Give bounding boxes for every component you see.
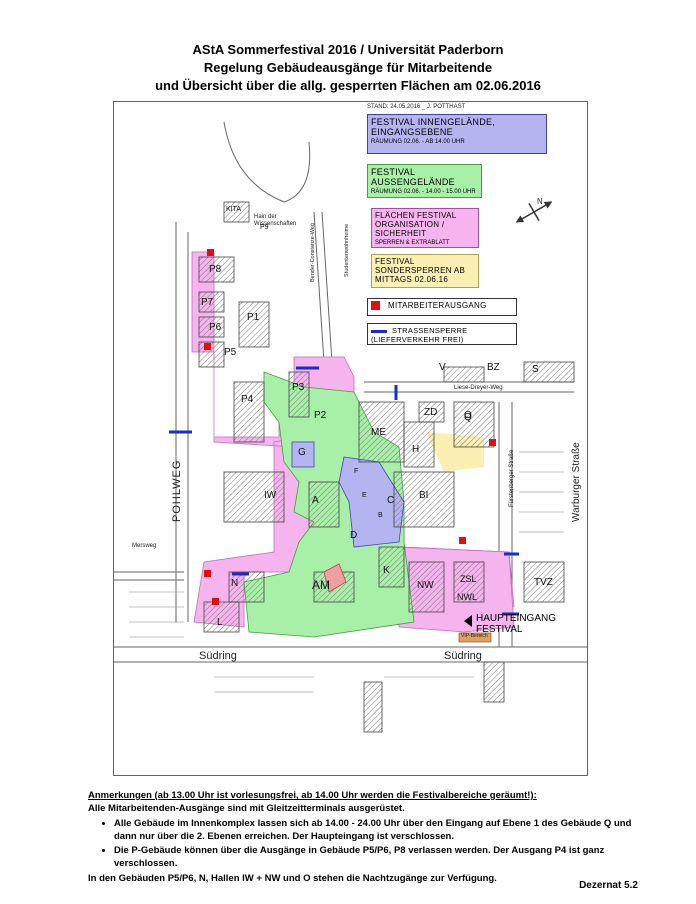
legend-sondersperren: FESTIVAL SONDERSPERREN AB MITTAGS 02.06.… bbox=[371, 254, 479, 288]
building-kita: KITA bbox=[226, 206, 242, 213]
building-bz: BZ bbox=[487, 362, 500, 373]
building-bi: BI bbox=[419, 490, 429, 501]
compass-icon bbox=[515, 201, 553, 223]
building-n: N bbox=[231, 578, 239, 589]
building-g: G bbox=[298, 447, 306, 458]
blue-bar-icon bbox=[371, 329, 387, 333]
building-o: O bbox=[464, 410, 472, 421]
legend-aussen-sub: RÄUMUNG 02.06. - 14.00 - 15.00 UHR bbox=[371, 189, 476, 195]
building-zd: ZD bbox=[424, 407, 438, 418]
street-warburger: Warburger Straße bbox=[571, 442, 582, 522]
legend-aussengelaende: FESTIVAL AUSSENGELÄNDE RÄUMUNG 02.06. - … bbox=[367, 164, 482, 198]
street-pohlweg: POHLWEG bbox=[171, 459, 183, 522]
legend-innen-title: FESTIVAL INNENGELÄNDE, EINGANGSEBENE bbox=[371, 117, 496, 137]
notes-list: Alle Gebäude im Innenkomplex lassen sich… bbox=[88, 818, 648, 870]
campus-map: FESTIVAL INNENGELÄNDE, EINGANGSEBENE RÄU… bbox=[113, 101, 588, 776]
haupteingang-label: HAUPTEINGANG FESTIVAL bbox=[476, 613, 557, 635]
legend-orga-sub: SPERREN & EXTRABLATT bbox=[375, 240, 450, 246]
building-c: C bbox=[387, 495, 395, 506]
street-suedring-1: Südring bbox=[199, 650, 237, 662]
legend-strassensperre: STRASSENSPERRE (LIEFERVERKEHR FREI) bbox=[367, 323, 517, 345]
parking-rows bbox=[129, 451, 564, 693]
street-fuerstenberger: Fürstenberger Straße bbox=[509, 449, 515, 507]
footer-dezernat: Dezernat 5.2 bbox=[579, 880, 638, 891]
building-p7: P7 bbox=[201, 297, 214, 308]
legend-ausgang-title: MITARBEITERAUSGANG bbox=[388, 301, 487, 310]
building-nw: NW bbox=[417, 580, 434, 591]
building-p1: P1 bbox=[247, 312, 260, 323]
buildings-layer bbox=[198, 201, 575, 733]
title-line-3: und Übersicht über die allg. gesperrten … bbox=[155, 78, 541, 93]
title-line-1: AStA Sommerfestival 2016 / Universität P… bbox=[192, 42, 504, 57]
street-mersweg: Mersweg bbox=[132, 543, 157, 549]
building-v: V bbox=[439, 362, 446, 373]
legend-innen-sub: RÄUMUNG 02.06. - AB 14.00 UHR bbox=[371, 139, 465, 145]
legend-innengelaende: FESTIVAL INNENGELÄNDE, EINGANGSEBENE RÄU… bbox=[367, 114, 547, 154]
legend-sonder-title: FESTIVAL SONDERSPERREN AB MITTAGS 02.06.… bbox=[375, 257, 466, 284]
building-q: Q bbox=[464, 412, 472, 423]
innen-area bbox=[338, 456, 405, 548]
building-a: A bbox=[312, 495, 319, 506]
building-p2: P2 bbox=[314, 410, 327, 421]
red-square-icon bbox=[371, 301, 380, 311]
label-studenten: Studentenwohnheime bbox=[344, 223, 350, 277]
label-hain: Hain der Wissenschaften bbox=[254, 214, 297, 227]
notes-line-1: Alle Mitarbeitenden-Ausgänge sind mit Gl… bbox=[88, 802, 405, 814]
legend-mitarbeiterausgang: MITARBEITERAUSGANG bbox=[367, 298, 517, 316]
building-d: D bbox=[350, 530, 358, 541]
mitarbeiterausgang-markers bbox=[204, 249, 496, 605]
notes-bullet-2: Die P-Gebäude können über die Ausgänge i… bbox=[114, 845, 648, 870]
legend-sperre-title: STRASSENSPERRE (LIEFERVERKEHR FREI) bbox=[371, 326, 468, 344]
building-nwl: NWL bbox=[457, 592, 477, 602]
map-drawing bbox=[114, 121, 587, 733]
building-p9: P9 bbox=[260, 224, 269, 231]
building-h: H bbox=[412, 444, 420, 455]
building-p6: P6 bbox=[209, 322, 222, 333]
strassensperre-markers bbox=[169, 366, 519, 616]
compass-label: N bbox=[537, 197, 543, 206]
notes-heading: Anmerkungen (ab 13.00 Uhr ist vorlesungs… bbox=[88, 790, 537, 801]
building-k: K bbox=[383, 565, 390, 576]
label-bender: Bender-Constanze-Weg bbox=[310, 223, 316, 282]
building-me: ME bbox=[371, 427, 386, 438]
building-p3: P3 bbox=[292, 382, 305, 393]
notes-bullet-1: Alle Gebäude im Innenkomplex lassen sich… bbox=[114, 818, 648, 843]
map-stand: STAND: 24.05.2016 _ J. POTTHAST bbox=[367, 104, 466, 110]
building-p5: P5 bbox=[224, 347, 237, 358]
notes-section: Anmerkungen (ab 13.00 Uhr ist vorlesungs… bbox=[88, 790, 648, 886]
notes-line-2: In den Gebäuden P5/P6, N, Hallen IW + NW… bbox=[88, 873, 497, 884]
street-liese-dreyer: Liese-Dreyer-Weg bbox=[454, 385, 503, 391]
building-zsl: ZSL bbox=[460, 574, 477, 584]
legend-organisation: FLÄCHEN FESTIVAL ORGANISATION / SICHERHE… bbox=[371, 208, 479, 248]
building-s: S bbox=[532, 364, 539, 375]
building-b: B bbox=[378, 512, 383, 519]
street-suedring-2: Südring bbox=[444, 650, 482, 662]
vip-label: VIP-Bereich bbox=[461, 633, 488, 639]
building-p4: P4 bbox=[241, 394, 254, 405]
legend-aussen-title: FESTIVAL AUSSENGELÄNDE bbox=[371, 167, 455, 187]
building-iw: IW bbox=[264, 490, 277, 501]
title-line-2: Regelung Gebäudeausgänge für Mitarbeiten… bbox=[203, 60, 493, 75]
road-network bbox=[114, 121, 587, 663]
legend-orga-title: FLÄCHEN FESTIVAL ORGANISATION / SICHERHE… bbox=[375, 211, 457, 238]
building-f: F bbox=[354, 468, 359, 475]
building-e: E bbox=[362, 492, 367, 499]
building-am: AM bbox=[312, 578, 330, 592]
building-l: L bbox=[217, 617, 223, 628]
building-p8: P8 bbox=[209, 264, 222, 275]
building-tvz: TVZ bbox=[534, 577, 553, 588]
